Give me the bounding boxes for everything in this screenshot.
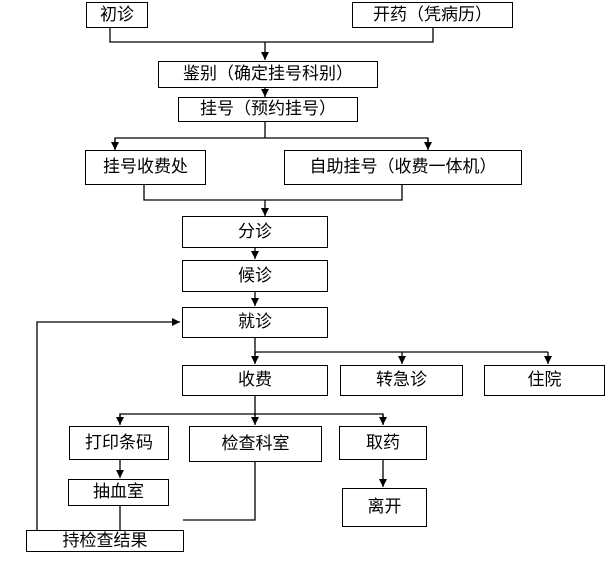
exam-department-node: 检查科室 [189,426,322,462]
payment-node: 收费 [182,365,328,396]
register-counter-node: 挂号收费处 [85,150,206,185]
print-barcode-node: 打印条码 [69,426,169,460]
dispatch-node: 分诊 [182,216,328,248]
await-results-node: 持检查结果 [26,530,184,552]
triage-node: 鉴别（确定挂号科别） [158,61,378,88]
register-node: 挂号（预约挂号） [178,97,358,122]
get-medicine-node: 取药 [339,426,427,460]
first-visit-node: 初诊 [86,2,148,28]
self-service-register-node: 自助挂号（收费一体机） [284,150,522,185]
blood-draw-room-node: 抽血室 [68,479,169,506]
emergency-transfer-node: 转急诊 [340,365,463,396]
consult-node: 就诊 [182,307,328,338]
waiting-node: 候诊 [182,260,328,292]
leave-node: 离开 [342,488,427,527]
hospitalize-node: 住院 [484,365,605,396]
prescribe-node: 开药（凭病历） [352,2,513,28]
